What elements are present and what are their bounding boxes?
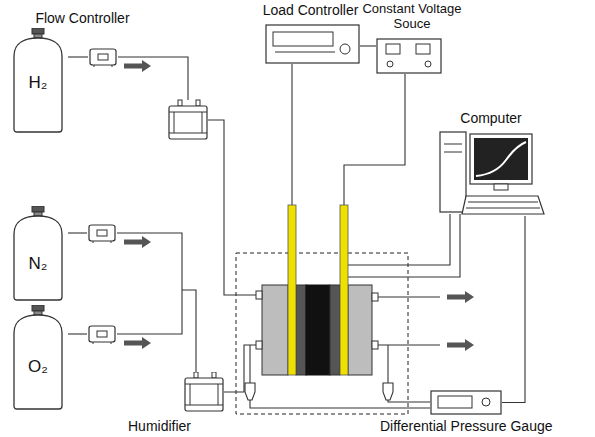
computer: Computer: [436, 110, 546, 216]
node-label: Constant Voltage Souce: [362, 2, 462, 32]
node-label: O₂: [14, 357, 62, 377]
humidifier-shape: [184, 372, 224, 412]
connector: [502, 216, 525, 403]
voltage-source-shape: [376, 38, 442, 74]
load-controller-shape: [265, 24, 360, 64]
node-label: Computer: [436, 110, 546, 126]
pressure-gauge-shape: [430, 390, 502, 415]
node-label: H₂: [14, 73, 62, 93]
load-controller: Load Controller: [248, 2, 373, 64]
pressure-gauge: Differential Pressure Gauge: [380, 390, 592, 436]
node-label: Humidifier: [128, 418, 228, 434]
gas-cylinder-shape: [8, 206, 68, 301]
connector: [68, 57, 88, 58]
voltage-source: Constant Voltage Souce: [362, 2, 462, 74]
humidifier: Humidifier: [126, 370, 230, 436]
node-label: Load Controller: [248, 2, 373, 18]
node-label: N₂: [14, 254, 62, 274]
node-label: Flow Controller: [20, 10, 145, 26]
gas-cylinder: H₂: [8, 28, 68, 133]
node-label: Differential Pressure Gauge: [380, 418, 592, 434]
gas-cylinder: O₂: [8, 305, 68, 410]
computer-shape: [436, 130, 546, 216]
gas-cylinder: N₂: [8, 206, 68, 301]
flow-controller-shape: [88, 47, 118, 67]
